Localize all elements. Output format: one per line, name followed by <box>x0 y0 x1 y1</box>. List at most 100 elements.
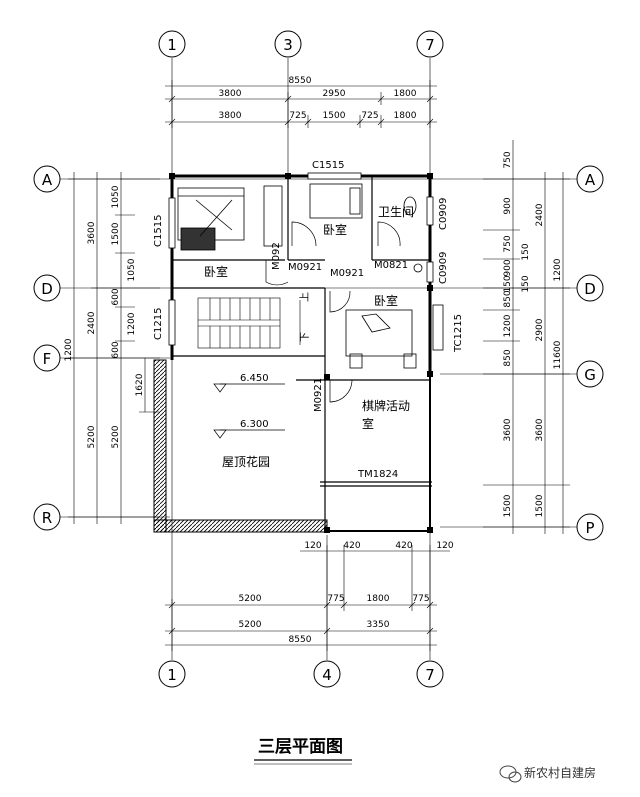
label-c1515-left: C1515 <box>153 215 164 247</box>
dim-right-inner-3: 750 <box>503 235 513 252</box>
axis-label-right-a: A <box>585 171 596 189</box>
dim-left-inner-1: 1050 <box>111 185 121 208</box>
wechat-icon <box>499 765 522 783</box>
dim-bottom-total: 8550 <box>289 635 312 645</box>
axis-label-left-d: D <box>41 280 53 298</box>
dim-bottom-small-4: 120 <box>436 541 453 551</box>
bed-1 <box>177 185 283 251</box>
room-chess-line2: 室 <box>362 416 374 431</box>
dim-bottom-row1-1: 5200 <box>239 594 262 604</box>
drawing-title: 三层平面图 <box>258 737 343 757</box>
windows <box>168 172 444 351</box>
label-c0909-b: C0909 <box>438 252 449 284</box>
dim-right-outer: 11600 <box>553 340 563 369</box>
dim-left-inner-3: 1050 <box>127 258 137 281</box>
label-tm1824: TM1824 <box>357 469 398 480</box>
dim-bottom-row2-1: 5200 <box>239 620 262 630</box>
dim-bottom-row1-4: 775 <box>412 594 429 604</box>
axis-label-bottom-7: 7 <box>425 666 435 684</box>
axis-label-bottom-1: 1 <box>167 666 177 684</box>
dim-left-inner-5: 1200 <box>127 312 137 335</box>
axis-label-right-g: G <box>584 366 596 384</box>
door-swings <box>265 221 401 403</box>
dim-top-row2-3: 1500 <box>323 111 346 121</box>
interior-walls <box>172 176 432 531</box>
bed-2 <box>309 183 363 219</box>
toilet-fixtures <box>403 196 423 273</box>
dim-left-mid-2: 2400 <box>87 311 97 334</box>
axis-label-left-r: R <box>42 509 52 527</box>
dim-left-mid-1: 3600 <box>87 221 97 244</box>
axis-label-right-d: D <box>584 280 596 298</box>
dim-right-mid-5: 1500 <box>535 494 545 517</box>
label-c1515-top: C1515 <box>312 160 344 171</box>
dim-top-row2-2: 725 <box>289 111 306 121</box>
dim-right-inner-6: 850 <box>503 290 513 307</box>
label-elev-6450: 6.450 <box>240 373 269 384</box>
top-dimension-lines <box>165 80 437 128</box>
dim-top-row1-1: 3800 <box>219 89 242 99</box>
axis-label-top-1: 1 <box>167 36 177 54</box>
dim-left-inner-2: 1500 <box>111 222 121 245</box>
dim-right-mid-1: 2400 <box>535 203 545 226</box>
label-stair-down: 下 <box>300 332 311 342</box>
dim-top-row2-1: 3800 <box>219 111 242 121</box>
dim-top-row2-4: 725 <box>361 111 378 121</box>
dim-right-inner-10: 1500 <box>503 494 513 517</box>
label-stair-up: 上 <box>299 292 311 302</box>
dim-right-mid-3: 2900 <box>535 318 545 341</box>
axis-label-top-7: 7 <box>425 36 435 54</box>
dim-right-inner-5: 150 <box>503 275 513 292</box>
dim-right-inner2-1: 150 <box>521 243 531 260</box>
dim-right-inner-9: 3600 <box>503 418 513 441</box>
axis-label-right-p: P <box>585 519 594 537</box>
elevation-markers <box>213 383 285 439</box>
dim-left-outer: 1200 <box>64 338 74 361</box>
dim-top-row1-2: 2950 <box>323 89 346 99</box>
dim-left-inner-7: 5200 <box>111 425 121 448</box>
columns <box>169 173 433 533</box>
dim-top-total: 8550 <box>289 76 312 86</box>
right-dimension-lines <box>483 140 570 534</box>
bottom-dimension-lines <box>165 545 450 651</box>
grid-lines <box>60 58 578 660</box>
room-chess-line1: 棋牌活动 <box>362 399 410 413</box>
axis-bubbles <box>33 30 604 688</box>
dim-top-row1-3: 1800 <box>394 89 417 99</box>
label-tc1215: TC1215 <box>453 314 464 353</box>
dim-left-mid-3: 5200 <box>87 425 97 448</box>
label-m0921-a: M0921 <box>288 262 322 273</box>
room-bedroom-3: 卧室 <box>374 293 398 308</box>
dim-bottom-row2-2: 3350 <box>367 620 390 630</box>
dim-left-stair: 1620 <box>135 373 145 396</box>
label-c1215: C1215 <box>153 308 164 340</box>
room-bedroom-1: 卧室 <box>204 264 228 279</box>
roof-garden-parapet-bottom <box>153 519 328 533</box>
dim-right-inner-8: 850 <box>503 349 513 366</box>
label-m0821: M0821 <box>374 260 408 271</box>
left-dimension-lines <box>68 172 160 524</box>
room-bedroom-2: 卧室 <box>323 222 347 237</box>
axis-label-bottom-4: 4 <box>322 666 332 684</box>
label-c0909-a: C0909 <box>438 198 449 230</box>
dim-right-inner-7: 1200 <box>503 314 513 337</box>
axis-label-left-a: A <box>42 171 53 189</box>
dim-bottom-small-2: 420 <box>343 541 360 551</box>
label-elev-6300: 6.300 <box>240 419 269 430</box>
axis-label-top-3: 3 <box>283 36 293 54</box>
dim-bottom-row1-2: 775 <box>327 594 344 604</box>
dim-right-inner-4: 900 <box>503 259 513 276</box>
dim-right-inner-2: 900 <box>503 197 513 214</box>
room-roof-garden: 屋顶花园 <box>222 454 270 469</box>
dim-right-inner2-2: 150 <box>521 275 531 292</box>
dim-bottom-small-3: 420 <box>395 541 412 551</box>
label-m0921-b: M0921 <box>330 268 364 279</box>
axis-label-left-f: F <box>43 350 52 368</box>
dim-left-inner-4: 600 <box>111 288 121 305</box>
dim-right-inner-1: 750 <box>503 151 513 168</box>
dim-bottom-row1-3: 1800 <box>367 594 390 604</box>
label-m092-c: M092 <box>271 242 282 270</box>
watermark-text: 新农村自建房 <box>524 765 596 780</box>
dim-left-inner-6: 600 <box>111 341 121 358</box>
